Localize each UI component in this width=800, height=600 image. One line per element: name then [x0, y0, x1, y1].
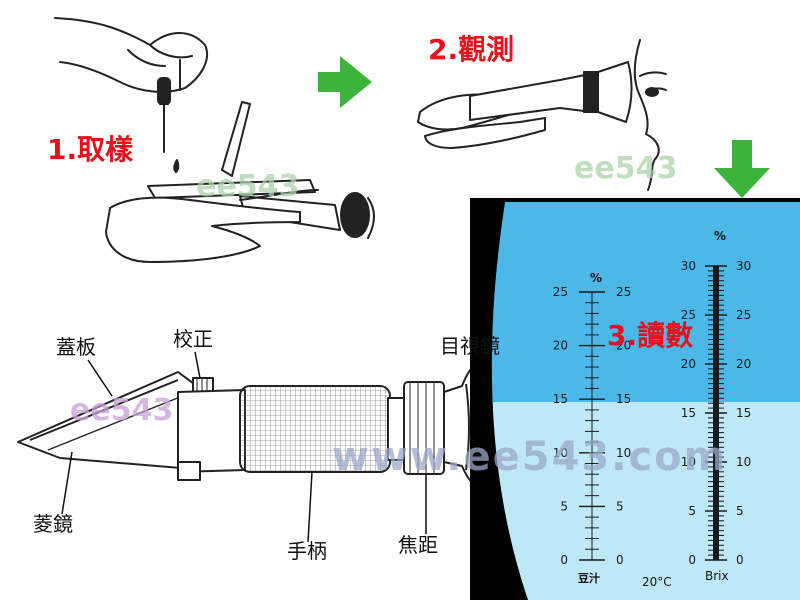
- calibration-label: 校正: [173, 327, 213, 351]
- prism-label: 菱鏡: [33, 512, 73, 536]
- scale-labels: 0 0 5 5 10 10 15 15 20 20 25 25 0 0 5 5 10 10 15 15 20 20 25 25…: [553, 259, 752, 567]
- right-scale-label-left: 15: [681, 406, 696, 420]
- left-scale-label-right: 10: [616, 446, 631, 460]
- right-scale-label-right: 15: [736, 406, 751, 420]
- left-scale-label-left: 20: [553, 339, 568, 353]
- right-scale-label-left: 10: [681, 455, 696, 469]
- watermark-long: www.ee543.com: [332, 434, 727, 480]
- reading-view: 0 0 5 5 10 10 15 15 20 20 25 25 0 0 5 5 10 10 15 15 20 20 25 25…: [470, 198, 800, 600]
- step-2-title: 2.觀測: [428, 33, 515, 66]
- left-scale-label-left: 25: [553, 285, 568, 299]
- left-scale-label-left: 10: [553, 446, 568, 460]
- watermark-logo: ee543 ee543 ee543 www.ee543.com: [70, 151, 727, 480]
- right-scale-label-right: 5: [736, 504, 744, 518]
- refractometer-drawing: [17, 365, 485, 485]
- left-scale-label: 豆汁: [578, 571, 600, 585]
- right-arrow-icon: [318, 56, 372, 108]
- temperature-label: 20°C: [642, 575, 672, 589]
- left-scale-unit: %: [590, 271, 602, 285]
- sampling-illustration: [54, 17, 375, 263]
- right-scale-label-left: 25: [681, 308, 696, 322]
- step-1-title: 1.取樣: [47, 133, 134, 166]
- focus-label: 焦距: [398, 533, 438, 557]
- left-scale-label-left: 0: [560, 553, 568, 567]
- observing-illustration: [417, 39, 667, 191]
- down-arrow-icon: [714, 140, 770, 198]
- right-scale-label-left: 5: [688, 504, 696, 518]
- right-scale-label-left: 0: [688, 553, 696, 567]
- right-scale-label-right: 0: [736, 553, 744, 567]
- right-scale-label: Brix: [705, 569, 729, 583]
- watermark-short-2: ee543: [574, 151, 677, 186]
- left-scale-label-right: 0: [616, 553, 624, 567]
- right-scale-label-left: 30: [681, 259, 696, 273]
- left-scale-label-right: 25: [616, 285, 631, 299]
- left-scale-label-right: 5: [616, 499, 624, 513]
- right-scale-label-right: 10: [736, 455, 751, 469]
- watermark-short-3: ee543: [70, 393, 173, 428]
- left-scale-label-left: 15: [553, 392, 568, 406]
- left-scale-label-right: 20: [616, 339, 631, 353]
- right-scale-label-left: 20: [681, 357, 696, 371]
- handle-label: 手柄: [287, 539, 327, 563]
- cover-plate-label: 蓋板: [56, 335, 96, 359]
- step-3-title: 3.讀數: [607, 319, 694, 352]
- scale-ticks: [579, 265, 727, 561]
- eyepiece-label: 目視鏡: [440, 334, 500, 358]
- watermark-short-1: ee543: [196, 169, 299, 204]
- left-scale-label-left: 5: [560, 499, 568, 513]
- right-scale-unit: %: [714, 229, 726, 243]
- right-scale-label-right: 20: [736, 357, 751, 371]
- right-scale-label-right: 25: [736, 308, 751, 322]
- right-scale-label-right: 30: [736, 259, 751, 273]
- left-scale-label-right: 15: [616, 392, 631, 406]
